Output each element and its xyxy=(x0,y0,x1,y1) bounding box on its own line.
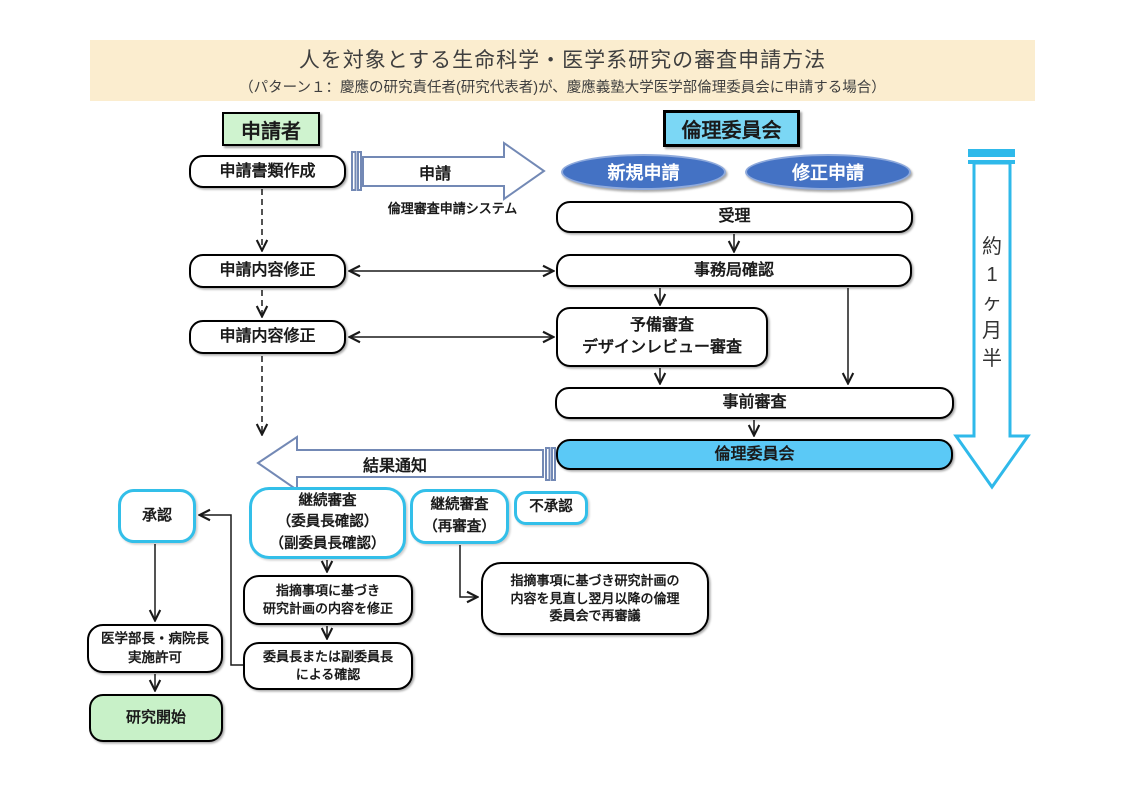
node-revise-plan-line1: 指摘事項に基づき xyxy=(275,583,380,599)
applicant-label: 申請者 xyxy=(222,112,320,146)
duration-char: 約 xyxy=(982,236,1002,258)
node-revise-2-text: 申請内容修正 xyxy=(219,328,316,346)
apply-arrow-label-text: 申請 xyxy=(418,166,451,183)
node-office-check: 事務局確認 xyxy=(556,254,912,287)
node-continued-re-line2: （再審査） xyxy=(423,518,496,535)
result-arrow-label-text: 結果通知 xyxy=(362,458,427,475)
node-preliminary-line2: デザインレビュー審査 xyxy=(581,339,742,356)
node-continued-re: 継続審査 （再審査） xyxy=(410,489,509,544)
node-preliminary-review: 予備審査 デザインレビュー審査 xyxy=(556,307,768,367)
node-not-approved-text: 不承認 xyxy=(529,499,573,516)
node-re-deliberation-line2: 内容を見直し翌月以降の倫理 xyxy=(510,590,680,606)
node-dean-permission: 医学部長・病院長 実施許可 xyxy=(87,624,223,673)
node-re-deliberation-line3: 委員会で再審議 xyxy=(549,608,641,624)
node-revise-plan: 指摘事項に基づき 研究計画の内容を修正 xyxy=(243,575,413,625)
node-chair-confirm: 委員長または副委員長 による確認 xyxy=(243,642,413,690)
node-revised-application: 修正申請 xyxy=(745,154,911,190)
node-re-deliberation: 指摘事項に基づき研究計画の 内容を見直し翌月以降の倫理 委員会で再審議 xyxy=(481,562,709,635)
node-dean-permission-line2: 実施許可 xyxy=(128,649,182,665)
node-revise-plan-line2: 研究計画の内容を修正 xyxy=(262,601,393,616)
node-chair-confirm-line2: による確認 xyxy=(295,667,361,682)
node-revise-1-text: 申請内容修正 xyxy=(219,262,316,280)
node-office-check-text: 事務局確認 xyxy=(693,261,774,279)
node-revised-application-text: 修正申請 xyxy=(792,163,864,183)
node-approved-text: 承認 xyxy=(141,507,172,525)
duration-char: 半 xyxy=(982,348,1002,370)
node-create-docs: 申請書類作成 xyxy=(189,155,346,188)
node-approved: 承認 xyxy=(118,489,196,543)
result-arrow-label: 結果通知 xyxy=(300,452,490,476)
node-preliminary-line1: 予備審査 xyxy=(629,317,694,335)
node-continued-chair-line1: 継続審査 xyxy=(298,493,357,510)
applicant-label-text: 申請者 xyxy=(241,120,301,143)
duration-char: ヶ xyxy=(982,292,1002,314)
apply-system-label: 倫理審査申請システム xyxy=(370,198,535,216)
page-subtitle: （パターン１：慶應の研究責任者(研究代表者)が、慶應義塾大学医学部倫理委員会に申… xyxy=(239,80,886,96)
duration-char: 月 xyxy=(982,320,1002,342)
committee-label: 倫理委員会 xyxy=(663,110,800,147)
node-continued-chair-line2: （委員長確認） xyxy=(276,514,379,531)
node-continued-chair-line3: （副委員長確認） xyxy=(269,535,386,552)
header-band: 人を対象とする生命科学・医学系研究の審査申請方法 （パターン１：慶應の研究責任者… xyxy=(90,40,1035,101)
page-title: 人を対象とする生命科学・医学系研究の審査申請方法 xyxy=(298,49,827,72)
node-not-approved: 不承認 xyxy=(514,491,588,525)
apply-system-label-text: 倫理審査申請システム xyxy=(387,200,518,216)
duration-char: 1 xyxy=(986,264,998,286)
node-research-start-text: 研究開始 xyxy=(125,708,186,726)
node-new-application: 新規申請 xyxy=(561,154,726,190)
duration-label: 約 1 ヶ 月 半 xyxy=(974,233,1010,373)
node-create-docs-text: 申請書類作成 xyxy=(219,162,316,180)
node-ethics-committee: 倫理委員会 xyxy=(556,439,953,470)
node-accept-text: 受理 xyxy=(718,208,751,226)
node-re-deliberation-line1: 指摘事項に基づき研究計画の xyxy=(510,573,680,589)
node-pre-review: 事前審査 xyxy=(555,387,954,419)
node-dean-permission-line1: 医学部長・病院長 xyxy=(101,631,209,647)
apply-arrow-label: 申請 xyxy=(375,161,495,183)
node-continued-re-line1: 継続審査 xyxy=(430,497,489,514)
node-accept: 受理 xyxy=(556,201,913,233)
apply-block-arrow xyxy=(351,141,546,201)
node-revise-2: 申請内容修正 xyxy=(189,320,346,354)
node-new-application-text: 新規申請 xyxy=(607,163,680,183)
node-pre-review-text: 事前審査 xyxy=(722,394,787,412)
committee-label-text: 倫理委員会 xyxy=(681,120,782,142)
node-revise-1: 申請内容修正 xyxy=(189,254,346,288)
node-ethics-committee-text: 倫理委員会 xyxy=(714,445,795,463)
node-research-start: 研究開始 xyxy=(89,694,223,742)
node-chair-confirm-line1: 委員長または副委員長 xyxy=(262,649,393,665)
solid-connectors xyxy=(155,234,848,689)
duration-arrow xyxy=(953,149,1031,490)
node-continued-chair: 継続審査 （委員長確認） （副委員長確認） xyxy=(249,487,406,559)
